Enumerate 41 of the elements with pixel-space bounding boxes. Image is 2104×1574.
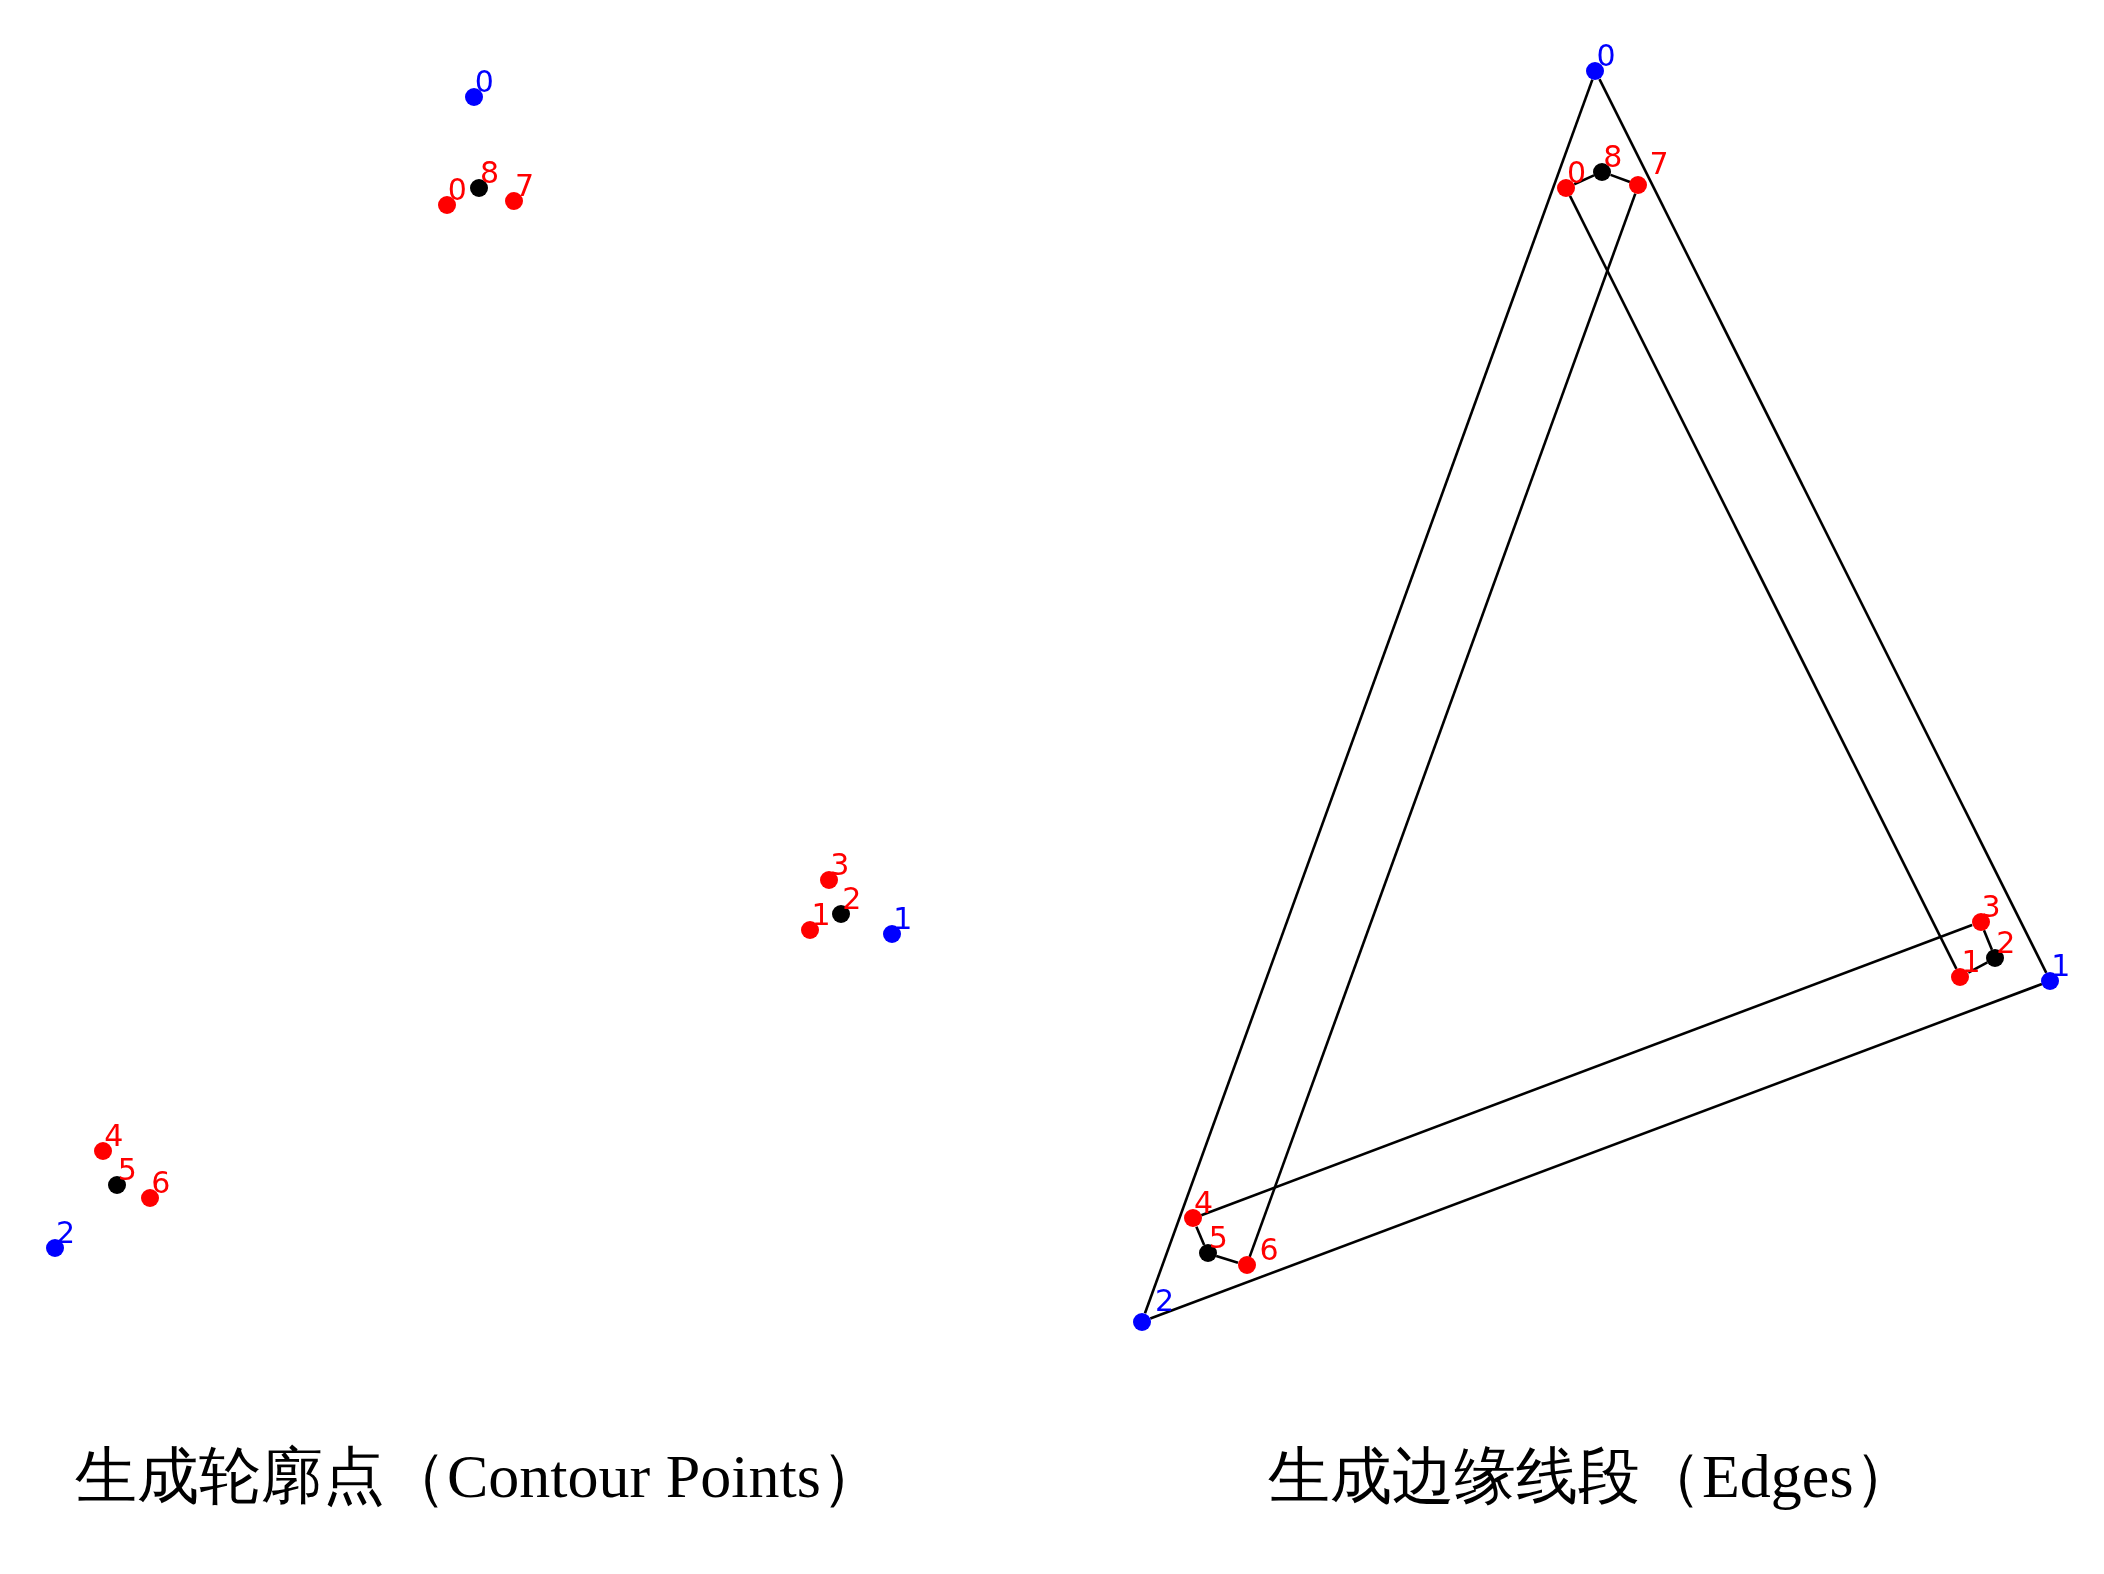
point-number: 5 — [1208, 1223, 1228, 1254]
point-dot — [1237, 1256, 1256, 1275]
point-number: 5 — [117, 1154, 137, 1185]
point-number: 1 — [2051, 950, 2071, 981]
line-segment — [1248, 193, 1637, 1258]
point-number: 2 — [1996, 928, 2016, 959]
line-segment — [1149, 982, 2043, 1320]
point-number: 0 — [1566, 157, 1586, 188]
line-segment — [1195, 1226, 1206, 1246]
point-number: 2 — [56, 1217, 76, 1248]
point-number: 0 — [447, 175, 467, 206]
line-segment — [1982, 929, 1994, 951]
panel-caption: 生成轮廓点（Contour Points） — [75, 1441, 883, 1512]
panel-caption: 生成边缘线段（Edges） — [1268, 1441, 1916, 1512]
line-segment — [1573, 174, 1595, 186]
line-segment — [1967, 961, 1988, 974]
line-segment — [1200, 923, 1973, 1217]
point-number: 3 — [1981, 891, 2001, 922]
point-number: 4 — [104, 1121, 124, 1152]
point-number: 6 — [151, 1168, 171, 1199]
point-number: 4 — [1193, 1188, 1213, 1219]
point-dot — [1132, 1312, 1151, 1331]
point-number: 0 — [474, 66, 494, 97]
point-number: 7 — [1649, 149, 1669, 180]
line-segment — [1610, 173, 1631, 184]
point-number: 3 — [830, 850, 850, 881]
point-number: 1 — [893, 903, 913, 934]
line-segment — [1143, 79, 1594, 1314]
point-number: 6 — [1259, 1235, 1279, 1266]
point-number: 0 — [1596, 41, 1616, 72]
point-number: 2 — [842, 883, 862, 914]
point-number: 8 — [480, 157, 500, 188]
line-segment — [1568, 195, 1958, 970]
point-number: 8 — [1603, 141, 1623, 172]
point-number: 1 — [811, 899, 831, 930]
point-number: 2 — [1154, 1285, 1174, 1316]
point-dot — [1629, 176, 1648, 195]
point-number: 1 — [1961, 946, 1981, 977]
line-segment — [1215, 1254, 1239, 1264]
point-number: 7 — [514, 171, 534, 202]
line-segment — [1598, 78, 2048, 974]
